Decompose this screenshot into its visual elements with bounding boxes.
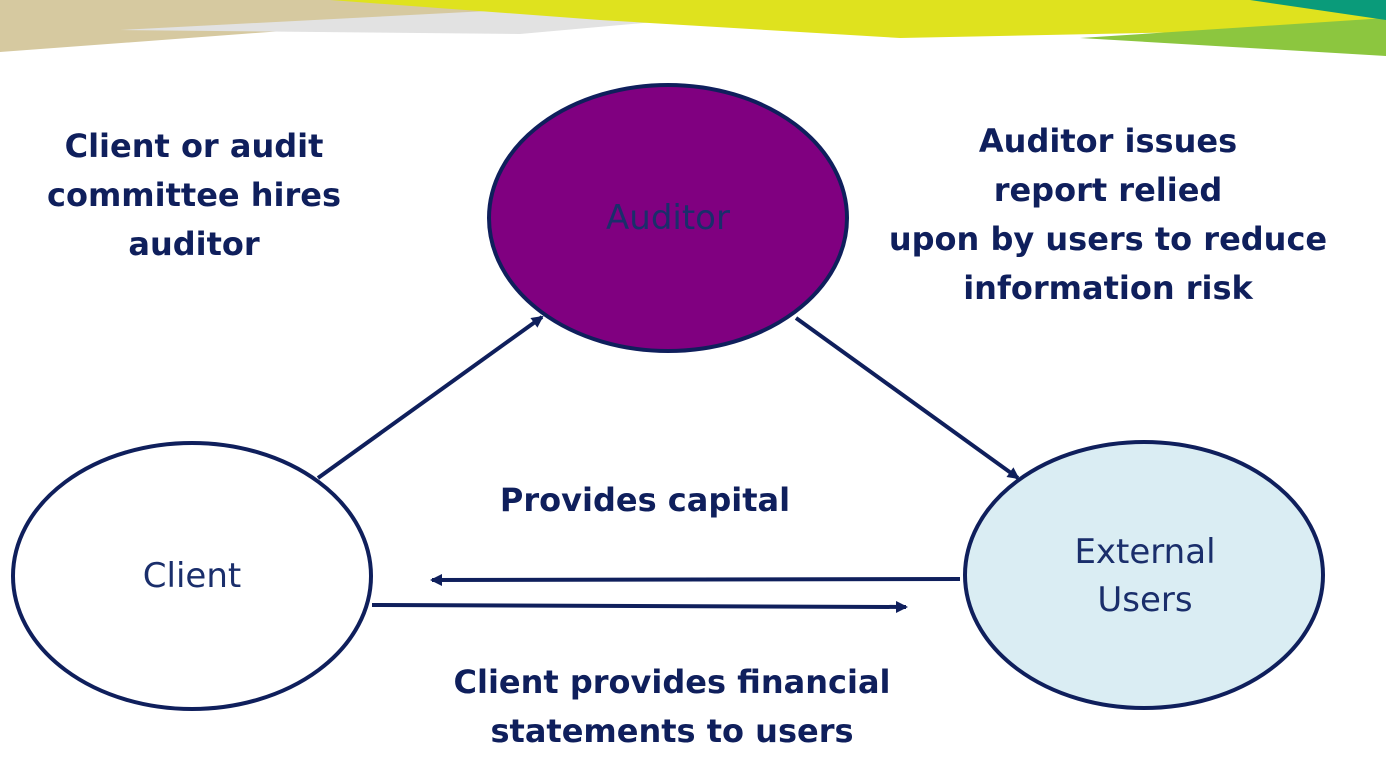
client-label: Client <box>142 556 242 596</box>
hire-caption: Client or audit committee hires auditor <box>46 127 342 263</box>
statements-caption: Client provides financial statements to … <box>453 663 891 750</box>
external-users-node <box>963 440 1325 710</box>
external-users-label: External Users <box>1074 532 1216 620</box>
arrow-users-to-client <box>430 573 961 586</box>
arrow-client-to-auditor <box>316 315 544 480</box>
banner-green-stripe <box>1080 18 1386 56</box>
auditor-label: Auditor <box>606 198 730 238</box>
banner-yellow-stripe <box>330 0 1386 38</box>
report-caption: Auditor issues report relied upon by use… <box>888 122 1328 307</box>
top-banner <box>0 0 1386 56</box>
arrow-auditor-to-users <box>794 316 1020 480</box>
arrow-client-to-users <box>371 600 908 613</box>
banner-teal-stripe <box>1250 0 1386 20</box>
auditor-node <box>487 83 849 353</box>
capital-caption: Provides capital <box>499 481 791 519</box>
client-node <box>11 441 373 711</box>
